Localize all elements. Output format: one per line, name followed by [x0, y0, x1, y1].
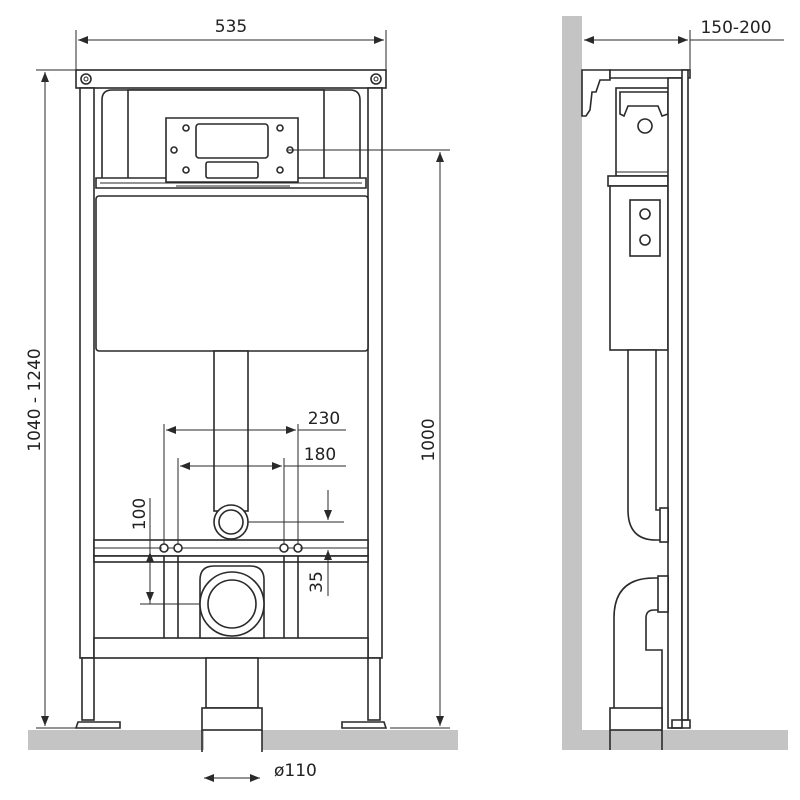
floor-side: [562, 730, 788, 750]
outlet-connector: [199, 565, 265, 639]
dim-bolt-inner: 180: [177, 445, 346, 544]
drain-diameter-label: ø110: [274, 761, 317, 781]
outlet-offset-label: 35: [307, 571, 327, 593]
cistern: [95, 89, 369, 352]
dim-wall-gap: 150-200: [584, 18, 784, 70]
side-frame: [581, 69, 691, 750]
bolt-outer-label: 230: [308, 409, 340, 429]
drain-pipe: [201, 657, 263, 752]
dim-cistern-height: 1000: [288, 149, 450, 729]
dim-drain-diameter: ø110: [204, 761, 317, 782]
dim-total-height: 1040 - 1240: [25, 69, 80, 729]
height-range-label: 1040 - 1240: [25, 348, 45, 451]
width-label: 535: [215, 17, 247, 37]
wall-side: [562, 16, 582, 730]
cistern-height-label: 1000: [419, 418, 439, 461]
dim-outlet-offset: 35: [248, 490, 344, 596]
dim-width: 535: [75, 17, 387, 70]
wall-gap-label: 150-200: [700, 18, 771, 38]
dim-bolt-outer: 230: [163, 409, 346, 544]
bolt-inner-label: 180: [304, 445, 336, 465]
dim-inlet-height: 100: [130, 498, 200, 605]
front-frame: [74, 69, 388, 729]
flush-pipe: [213, 350, 249, 540]
inlet-height-label: 100: [130, 498, 150, 530]
